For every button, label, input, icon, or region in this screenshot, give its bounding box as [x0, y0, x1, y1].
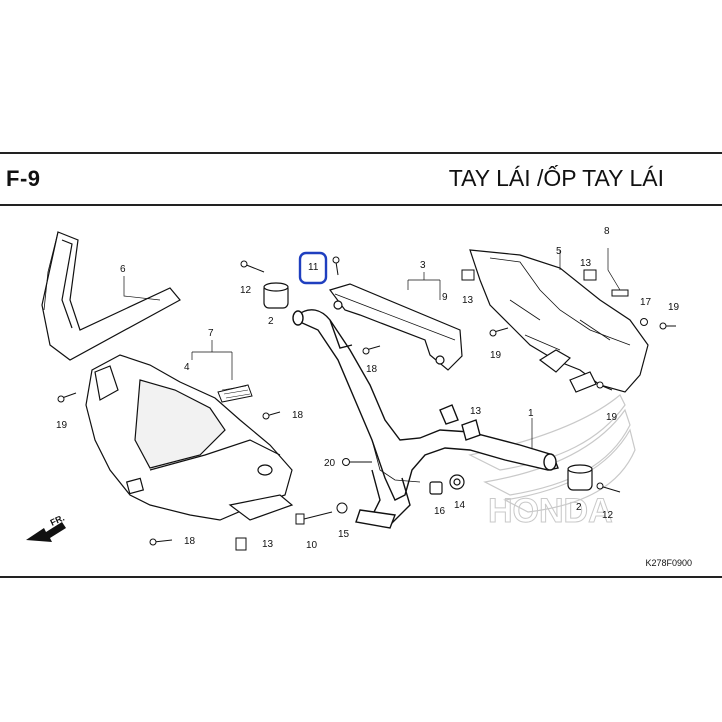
front-cover-part	[41, 231, 181, 361]
page-title: TAY LÁI /ỐP TAY LÁI	[448, 165, 664, 191]
callout-18: 18	[184, 536, 196, 547]
callout-10: 10	[306, 540, 318, 551]
callout-2: 2	[576, 502, 582, 513]
callout-3: 3	[420, 260, 426, 271]
callout-20: 20	[324, 458, 336, 469]
reference-code: K278F0900	[645, 558, 692, 568]
callout-19: 19	[668, 302, 680, 313]
callout-11: 11	[308, 262, 319, 273]
callout-19: 19	[56, 420, 68, 431]
callout-15: 15	[338, 529, 350, 540]
callout-13: 13	[580, 258, 592, 269]
bracket-part	[329, 283, 463, 371]
callout-18: 18	[292, 410, 304, 421]
callout-4: 4	[184, 362, 190, 373]
callout-12: 12	[240, 285, 252, 296]
page-code: F-9	[6, 166, 41, 191]
upper-handle-cover-part	[85, 354, 294, 521]
honda-wing-watermark: HONDA	[468, 394, 636, 531]
callout-7: 7	[208, 328, 214, 339]
header-divider	[0, 204, 722, 206]
callout-13: 13	[262, 539, 274, 550]
callout-14: 14	[454, 500, 466, 511]
handlebar-pipe-part	[292, 309, 559, 529]
callout-13: 13	[470, 406, 482, 417]
rubber-damper-part	[263, 282, 593, 491]
callout-2: 2	[268, 316, 274, 327]
callout-layer: 1223456789101112121313131314151617181818…	[56, 226, 680, 551]
callout-16: 16	[434, 506, 446, 517]
emblem-plate-part	[217, 384, 253, 403]
callout-8: 8	[604, 226, 610, 237]
diagram-frame	[0, 152, 722, 578]
callout-1: 1	[528, 408, 534, 419]
leader-lines	[123, 248, 621, 448]
callout-19: 19	[606, 412, 618, 423]
watermark-text: HONDA	[488, 492, 613, 530]
callout-17: 17	[640, 297, 652, 308]
highlight-ring	[298, 251, 328, 285]
collar-part	[429, 474, 465, 495]
forward-arrow-icon: FR.	[26, 513, 66, 542]
rear-handle-cover-part	[469, 249, 649, 393]
callout-12: 12	[602, 510, 614, 521]
callout-5: 5	[556, 246, 562, 257]
callout-9: 9	[442, 292, 448, 303]
callout-18: 18	[366, 364, 378, 375]
bolts	[57, 256, 676, 546]
callout-13: 13	[462, 295, 474, 306]
clip-nuts	[235, 269, 629, 551]
callout-19: 19	[490, 350, 502, 361]
callout-6: 6	[120, 264, 126, 275]
